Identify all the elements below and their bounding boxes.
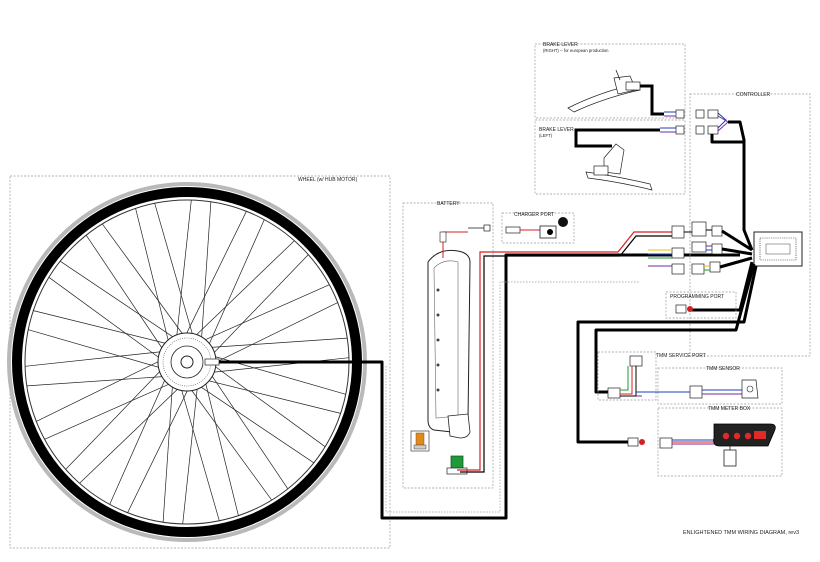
battery-label: BATTERY (437, 201, 460, 207)
charger-port-label: CHARGER PORT (514, 212, 554, 218)
controller-brake-cable (728, 120, 754, 251)
controller-brake-connectors (695, 109, 729, 135)
spoke (65, 365, 166, 470)
spoke (36, 357, 166, 422)
spoke (102, 223, 188, 341)
spoke (197, 284, 330, 344)
spoke (206, 357, 349, 374)
wheel (7, 182, 367, 542)
spoke (175, 200, 192, 343)
brake-lever-left (585, 143, 653, 191)
charger-cap (558, 217, 568, 227)
tmm-sensor (689, 379, 759, 399)
charger-port-box (501, 212, 575, 244)
brake-lever-right (567, 69, 641, 113)
programming-port-connector (675, 304, 693, 314)
spoke (127, 383, 192, 513)
spoke (186, 383, 272, 501)
spoke (200, 201, 212, 346)
tmm-sensor-box (657, 367, 783, 405)
brake-left-sublabel: (LEFT) (539, 133, 553, 138)
spoke (44, 380, 177, 440)
spoke (190, 240, 295, 341)
spoke (208, 254, 309, 359)
tmm-service-port-box (597, 351, 657, 401)
spoke (109, 372, 169, 505)
brake-right-label: BRAKE LEVER (543, 42, 578, 48)
spoke (33, 310, 173, 346)
diagram-title: ENLIGHTENED TMM WIRING DIAGRAM, rev3 (683, 530, 799, 536)
spoke (208, 302, 338, 367)
spoke (85, 235, 167, 355)
spoke (208, 361, 326, 447)
spoke (135, 208, 171, 348)
controller-connectors (671, 221, 723, 275)
spokes (25, 200, 349, 524)
controller-box (689, 93, 811, 357)
battery-lock (410, 430, 430, 452)
controller-unit (753, 231, 803, 267)
tmm-meter-connectors (627, 437, 716, 449)
tmm-sensor-label: TMM SENSOR (706, 366, 740, 372)
controller-label: CONTROLLER (736, 92, 771, 98)
brake-right-box (534, 43, 686, 119)
spoke (60, 260, 180, 342)
programming-port-box (665, 291, 737, 319)
spoke (162, 378, 174, 523)
charger-plug (505, 226, 521, 234)
spoke (205, 219, 265, 352)
spoke (179, 382, 220, 521)
spoke (207, 369, 289, 489)
battery-black-wire (460, 235, 672, 473)
spoke (154, 203, 195, 342)
tmm-service-port-label: TMM SERVICE PORT (656, 353, 706, 359)
spoke (25, 350, 168, 367)
motor-cable-guide (385, 281, 640, 513)
spoke (182, 381, 199, 524)
wheel-label: WHEEL (w/ HUB MOTOR) (298, 177, 358, 183)
brake-left-cable (574, 128, 660, 148)
brake-left-label: BRAKE LEVER (539, 127, 574, 133)
tmm-meter-display (713, 423, 776, 467)
hub-cable-exit (204, 358, 220, 366)
meter-cable (576, 265, 758, 444)
hub-inner (170, 345, 204, 379)
spoke (201, 378, 341, 414)
motor-cable (219, 253, 740, 520)
spoke (203, 337, 348, 349)
axle (180, 355, 194, 369)
battery-red-wire (457, 231, 672, 471)
battery-mount (447, 413, 471, 439)
battery-connector (446, 455, 468, 475)
service-port-cable (594, 263, 756, 394)
tmm-meter-box-label: TMM METER BOX (708, 406, 751, 412)
tmm-meter-clamp (723, 449, 737, 467)
spoke (26, 375, 171, 387)
spoke (79, 383, 184, 484)
battery-pack (427, 249, 471, 439)
brake-right-cable (640, 84, 664, 116)
battery-group-box (402, 202, 494, 489)
programming-port-label: PROGRAMMING PORT (670, 294, 724, 300)
tmm-service-port-connector (607, 355, 643, 399)
battery-cell (433, 260, 459, 419)
spoke (203, 376, 239, 516)
brake-right-sublabel: (RIGHT) -- for european production (543, 48, 609, 53)
spoke (28, 329, 167, 370)
brake-left-box (534, 119, 686, 195)
tmm-meter-box (657, 407, 783, 477)
spoke (194, 382, 314, 464)
spoke (48, 277, 166, 363)
spoke (182, 211, 247, 341)
